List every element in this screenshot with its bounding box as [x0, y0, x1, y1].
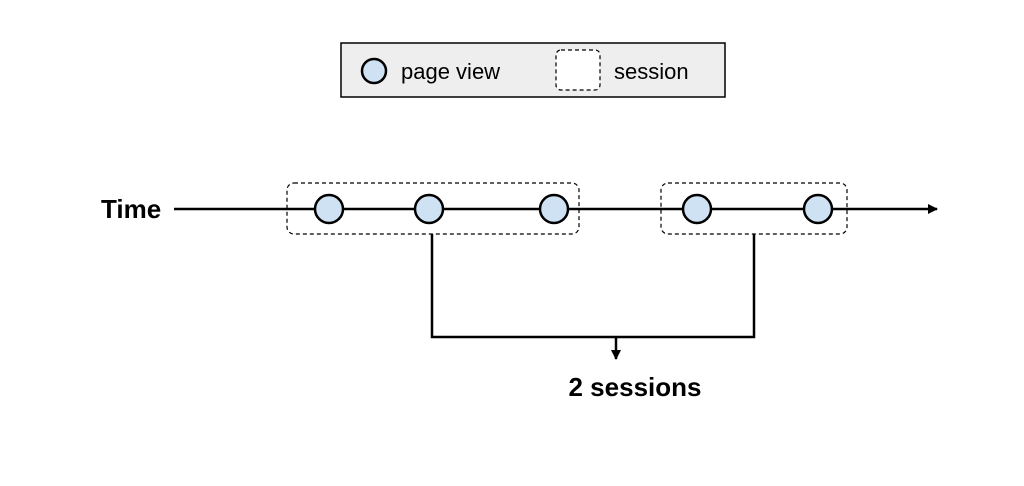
legend-page-view-label: page view: [401, 59, 500, 84]
time-axis-label: Time: [101, 194, 161, 224]
legend-page-view-icon: [360, 57, 388, 85]
legend-session-icon: [555, 49, 601, 91]
page-view-node: [413, 193, 445, 225]
page-view-node: [802, 193, 834, 225]
sessions-bracket: [430, 234, 756, 339]
legend-box: [340, 42, 726, 98]
sessions-count-label: 2 sessions: [569, 372, 702, 402]
page-view-node: [681, 193, 713, 225]
page-view-node: [538, 193, 570, 225]
legend: page view session: [340, 42, 726, 98]
legend-session-label: session: [614, 59, 689, 84]
session-box-1: [286, 182, 580, 235]
page-view-node: [313, 193, 345, 225]
